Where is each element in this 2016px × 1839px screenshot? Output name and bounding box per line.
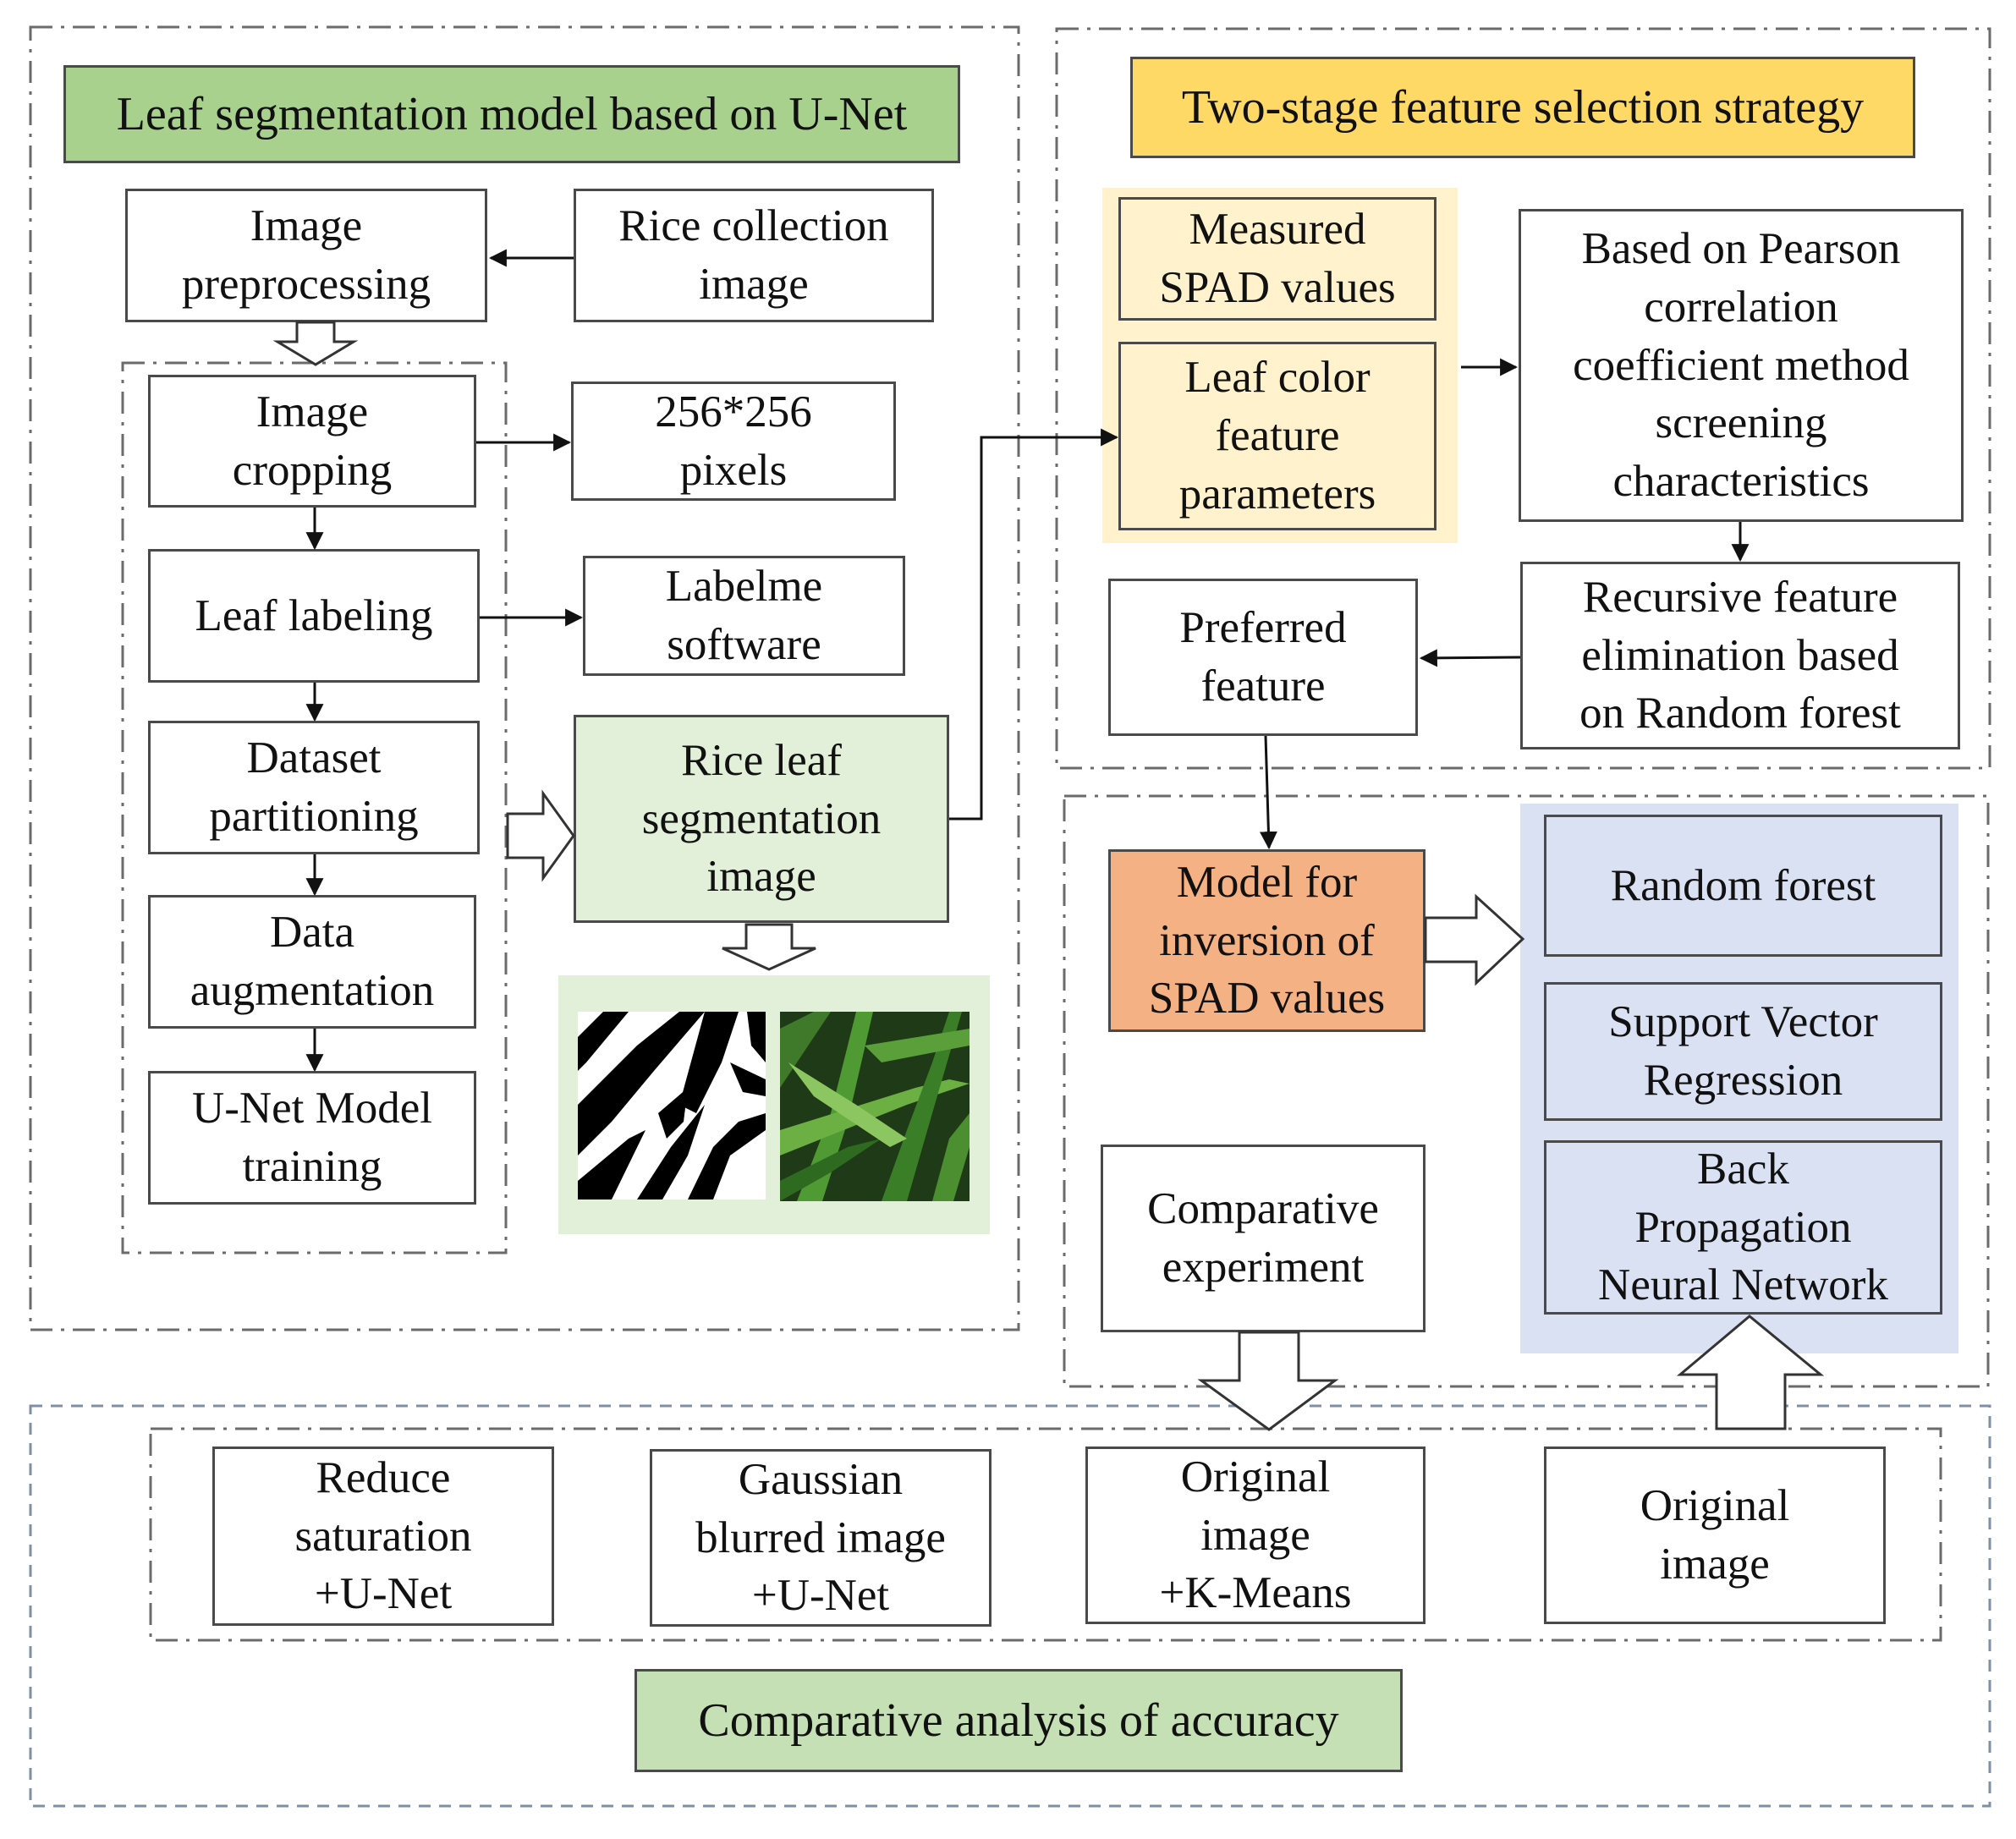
- leaf-color-features-label: Leaf color feature parameters: [1178, 353, 1376, 519]
- gaussian-blurred-box: Gaussian blurred image +U-Net: [650, 1449, 992, 1627]
- preferred-feature-box: Preferred feature: [1108, 579, 1418, 736]
- bpnn-box: Back Propagation Neural Network: [1544, 1140, 1942, 1315]
- rice-leaf-photo: [780, 1012, 970, 1201]
- leaf-labeling-box: Leaf labeling: [148, 549, 480, 683]
- left-section-frame: [29, 25, 1020, 1331]
- svr-label: Support Vector Regression: [1608, 997, 1878, 1105]
- hollow-arrow-preprocessing-down: [272, 321, 359, 366]
- unet-training-box: U-Net Model training: [148, 1071, 476, 1205]
- rice-leaf-segmentation-label: Rice leaf segmentation image: [641, 735, 882, 902]
- rice-collection-image-label: Rice collection image: [618, 201, 889, 309]
- hollow-arrow-segmentation-down: [722, 923, 816, 971]
- pearson-screening-box: Based on Pearson correlation coefficient…: [1519, 209, 1964, 522]
- pixels-label: 256*256 pixels: [655, 387, 812, 495]
- hollow-arrow-experiment-down: [1197, 1331, 1339, 1431]
- accuracy-analysis-title-text: Comparative analysis of accuracy: [698, 1694, 1339, 1747]
- feature-selection-title: Two-stage feature selection strategy: [1130, 57, 1915, 158]
- random-forest-box: Random forest: [1544, 815, 1942, 957]
- original-kmeans-label: Original image +K-Means: [1159, 1452, 1352, 1618]
- image-preprocessing-box: Image preprocessing: [125, 189, 487, 322]
- original-kmeans-box: Original image +K-Means: [1085, 1446, 1425, 1624]
- original-image-box: Original image: [1544, 1446, 1886, 1624]
- hollow-arrow-to-segmentation: [506, 789, 575, 882]
- segmentation-model-title-text: Leaf segmentation model based on U-Net: [116, 87, 908, 140]
- pixels-box: 256*256 pixels: [571, 382, 896, 501]
- arrow-preferred-to-model: [1259, 735, 1277, 850]
- bpnn-label: Back Propagation Neural Network: [1598, 1144, 1888, 1310]
- reduce-saturation-box: Reduce saturation +U-Net: [212, 1446, 554, 1626]
- comparison-methods-frame: [149, 1427, 1942, 1642]
- model-section-frame: [1063, 794, 1990, 1388]
- data-augmentation-box: Data augmentation: [148, 895, 476, 1029]
- rfe-random-forest-label: Recursive feature elimination based on R…: [1579, 572, 1901, 738]
- measured-spad-box: Measured SPAD values: [1118, 197, 1436, 321]
- labelme-software-label: Labelme software: [665, 562, 823, 669]
- rice-leaf-segmentation-box: Rice leaf segmentation image: [574, 715, 949, 923]
- bottom-section-frame: [29, 1404, 1991, 1808]
- random-forest-label: Random forest: [1610, 860, 1876, 910]
- svr-box: Support Vector Regression: [1544, 982, 1942, 1121]
- comparative-experiment-box: Comparative experiment: [1101, 1145, 1425, 1332]
- reduce-saturation-label: Reduce saturation +U-Net: [294, 1452, 472, 1619]
- segmentation-model-title: Leaf segmentation model based on U-Net: [63, 65, 960, 163]
- pearson-screening-label: Based on Pearson correlation coefficient…: [1573, 223, 1909, 507]
- spad-inversion-model-label: Model for inversion of SPAD values: [1148, 857, 1386, 1024]
- rfe-random-forest-box: Recursive feature elimination based on R…: [1520, 562, 1960, 749]
- image-cropping-label: Image cropping: [232, 387, 393, 495]
- measured-spad-label: Measured SPAD values: [1159, 205, 1396, 312]
- rice-collection-image-box: Rice collection image: [574, 189, 934, 322]
- dataset-partitioning-box: Dataset partitioning: [148, 721, 480, 854]
- dataset-partitioning-label: Dataset partitioning: [209, 733, 419, 841]
- arrow-segmentation-to-features: [949, 428, 1119, 821]
- labelme-software-box: Labelme software: [583, 556, 905, 676]
- image-cropping-box: Image cropping: [148, 375, 476, 508]
- feature-selection-title-text: Two-stage feature selection strategy: [1181, 80, 1865, 134]
- accuracy-analysis-title: Comparative analysis of accuracy: [634, 1669, 1403, 1772]
- leaf-color-features-box: Leaf color feature parameters: [1118, 342, 1436, 530]
- arrow-rfe-to-preferred: [1419, 649, 1521, 667]
- feature-selection-frame: [1055, 27, 1991, 770]
- hollow-arrow-original-up: [1676, 1315, 1825, 1430]
- hollow-arrow-model-to-regressors: [1424, 893, 1525, 986]
- segmentation-mask-image: [578, 1012, 766, 1199]
- original-image-label: Original image: [1640, 1481, 1790, 1589]
- image-preprocessing-label: Image preprocessing: [181, 201, 431, 309]
- leaf-labeling-label: Leaf labeling: [195, 590, 433, 640]
- gaussian-blurred-label: Gaussian blurred image +U-Net: [695, 1454, 946, 1621]
- unet-training-label: U-Net Model training: [191, 1084, 433, 1191]
- data-augmentation-label: Data augmentation: [190, 908, 435, 1015]
- comparative-experiment-label: Comparative experiment: [1147, 1184, 1379, 1292]
- preferred-feature-label: Preferred feature: [1179, 603, 1347, 711]
